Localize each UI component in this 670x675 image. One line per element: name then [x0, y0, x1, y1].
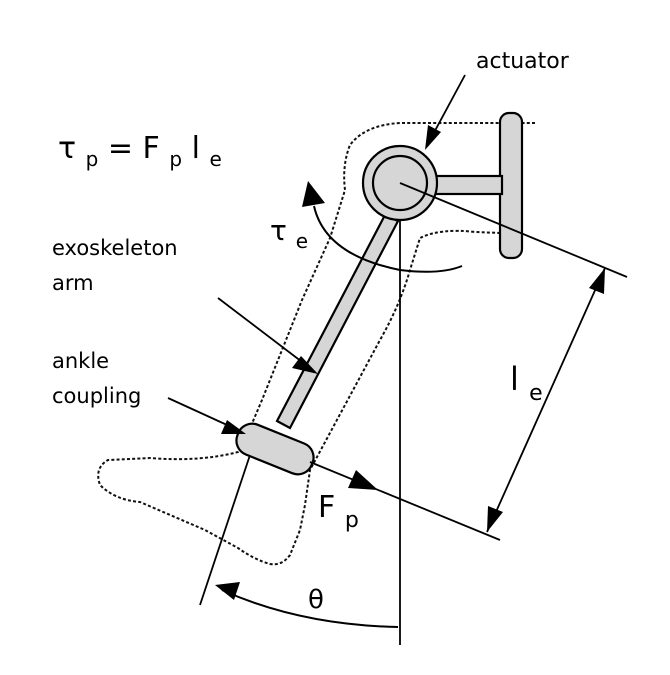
lever-reference-line: [399, 182, 628, 278]
actuator-callout: [429, 74, 466, 141]
torque-label: τ e: [270, 214, 308, 253]
base-bracket: [498, 111, 524, 260]
torque-arrowhead: [302, 181, 325, 207]
actuator-callout-arrowhead: [425, 125, 441, 150]
length-arrowhead-top: [589, 268, 605, 294]
torque-equation: τ p = F p l e: [58, 131, 222, 174]
length-arrowhead-bottom: [487, 506, 503, 532]
exoskeleton-callout: [217, 297, 311, 369]
torque-arc: [313, 205, 463, 273]
actuator-label: actuator: [476, 49, 570, 74]
ankle-coupling-label: ankle coupling: [52, 349, 141, 408]
theta-arrowhead: [215, 582, 240, 600]
force-label: F p: [318, 490, 359, 533]
length-label: l e: [510, 360, 543, 406]
theta-arc: [221, 589, 399, 628]
exoskeleton-label: exoskeleton arm: [52, 236, 184, 295]
ankle-coupling: [235, 422, 315, 476]
ankle-callout-arrowhead: [221, 420, 246, 434]
exoskeleton-callout-arrowhead: [292, 356, 318, 374]
arm-axis-line: [199, 454, 251, 606]
theta-label: θ: [308, 585, 324, 615]
force-line: [309, 461, 501, 541]
force-arrowhead: [348, 470, 378, 490]
length-dimension-line: [486, 267, 606, 533]
